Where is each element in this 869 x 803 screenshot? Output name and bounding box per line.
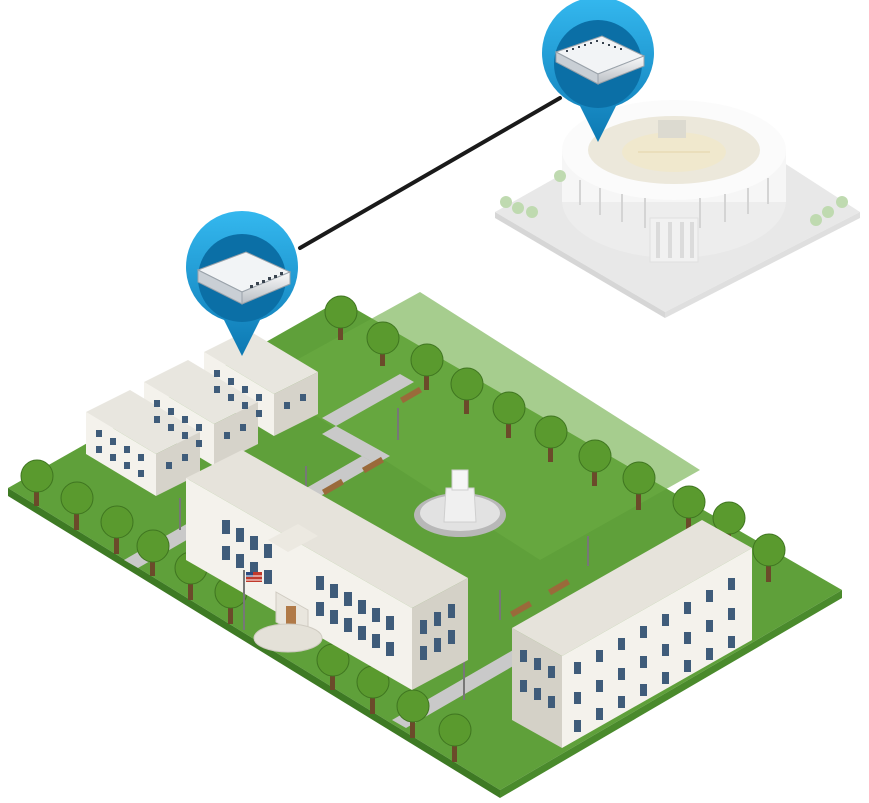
right-residence-building [512, 520, 752, 748]
server-rack-icon [196, 251, 292, 305]
map-pin-icon[interactable] [542, 0, 654, 142]
park-benches [321, 386, 571, 618]
network-link-line [298, 96, 562, 250]
flag-icon [243, 570, 262, 630]
dormitory-buildings [86, 330, 318, 496]
map-pin-icon[interactable] [186, 210, 298, 356]
server-rack-icon [554, 35, 646, 85]
statue-icon [414, 469, 506, 537]
stadium-icon [495, 100, 860, 318]
main-hall-building [186, 450, 468, 690]
